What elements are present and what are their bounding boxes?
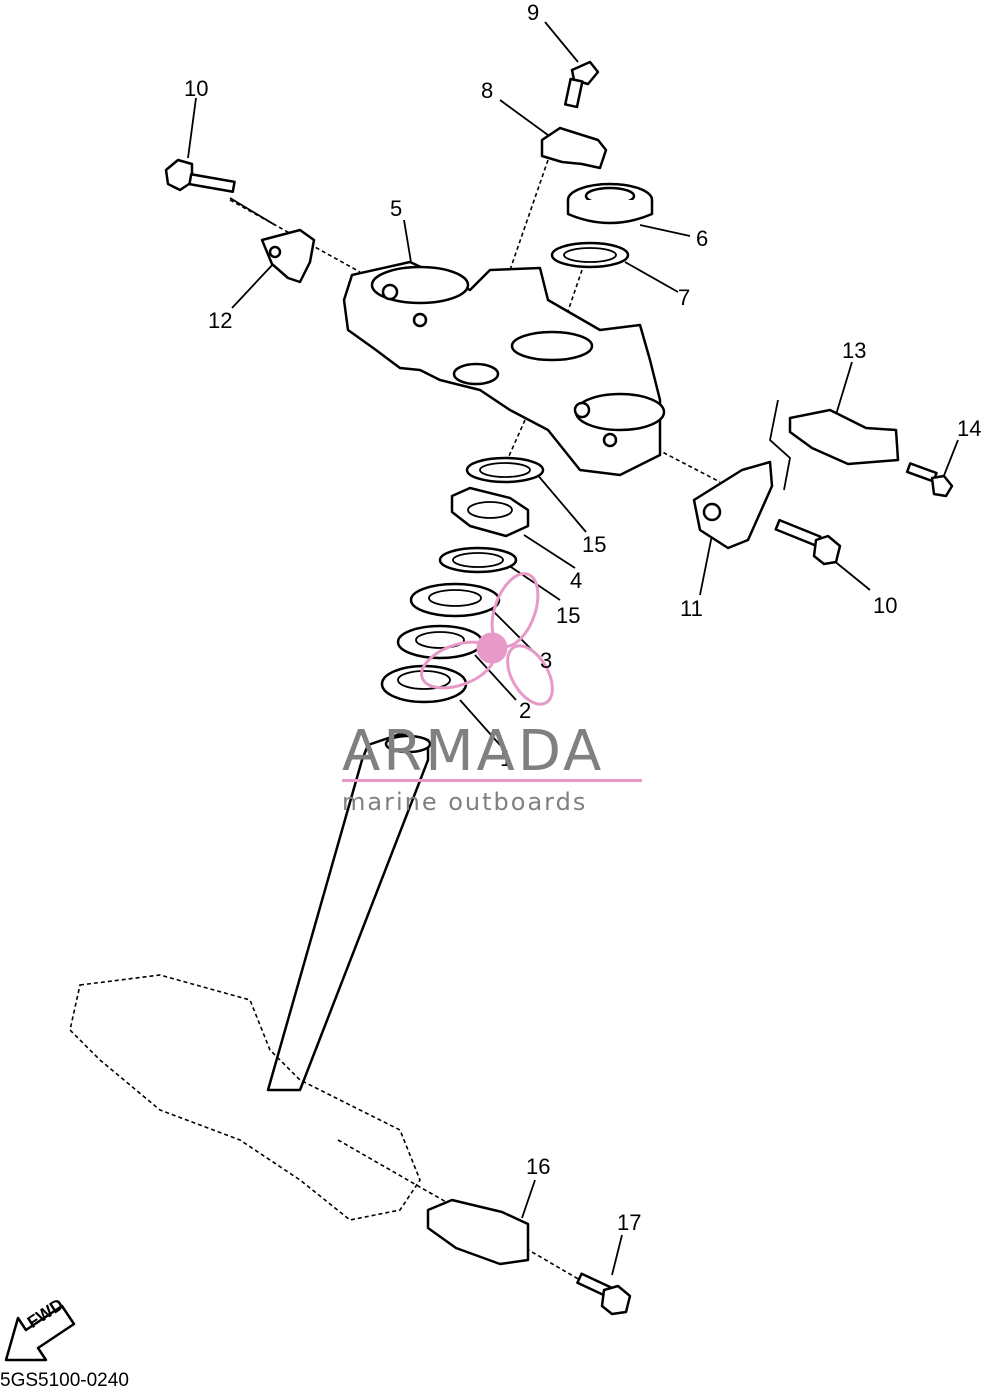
part-10-bolt-lower — [774, 518, 842, 566]
part-1-bearing-seal — [380, 664, 468, 704]
part-16-lower-clamp — [426, 1198, 530, 1266]
watermark-rule — [342, 779, 642, 782]
fwd-arrow-icon — [4, 1304, 76, 1362]
callout-3: 3 — [540, 648, 553, 673]
part-13-clamp — [769, 399, 900, 491]
part-12-bracket — [260, 228, 316, 284]
callout-10-lower: 10 — [873, 593, 898, 618]
part-15-washer-upper — [465, 456, 545, 484]
callout-17: 17 — [617, 1210, 642, 1235]
part-15-washer-lower — [438, 546, 518, 574]
part-5-upper-bracket — [342, 260, 666, 477]
watermark-brand: ARMADA — [342, 719, 605, 784]
part-14-bolt — [905, 462, 954, 498]
callout-13: 13 — [842, 338, 867, 363]
callout-10-upper: 10 — [184, 76, 209, 101]
part-8-handlebar-holder — [540, 126, 608, 170]
part-11-bracket — [692, 460, 774, 550]
drawing-code: 5GS5100-0240 — [0, 1370, 129, 1391]
callout-4: 4 — [570, 568, 583, 593]
steering-shaft-lower-bracket — [69, 732, 432, 1221]
callout-7: 7 — [678, 285, 691, 310]
part-17-bolt — [576, 1272, 632, 1316]
callout-15-lower: 15 — [556, 603, 581, 628]
part-10-bolt-upper — [164, 158, 236, 193]
propeller-icon — [420, 572, 554, 706]
part-7-washer — [550, 241, 630, 269]
callout-1: 1 — [500, 746, 513, 771]
part-9-bolt — [563, 60, 600, 109]
callout-6: 6 — [696, 226, 709, 251]
callout-14: 14 — [957, 416, 982, 441]
callout-15-upper: 15 — [582, 532, 607, 557]
callout-9: 9 — [527, 0, 540, 25]
leader-lines — [187, 21, 959, 1281]
part-6-damper — [566, 182, 654, 225]
watermark-tagline: marine outboards — [342, 788, 588, 816]
callout-16: 16 — [526, 1154, 551, 1179]
callout-5: 5 — [390, 196, 403, 221]
callout-2: 2 — [519, 698, 532, 723]
callout-12: 12 — [208, 308, 233, 333]
callout-11: 11 — [680, 596, 703, 621]
part-3-bearing-race — [409, 582, 501, 618]
part-4-ring-nut — [450, 486, 530, 538]
callout-8: 8 — [481, 78, 494, 103]
